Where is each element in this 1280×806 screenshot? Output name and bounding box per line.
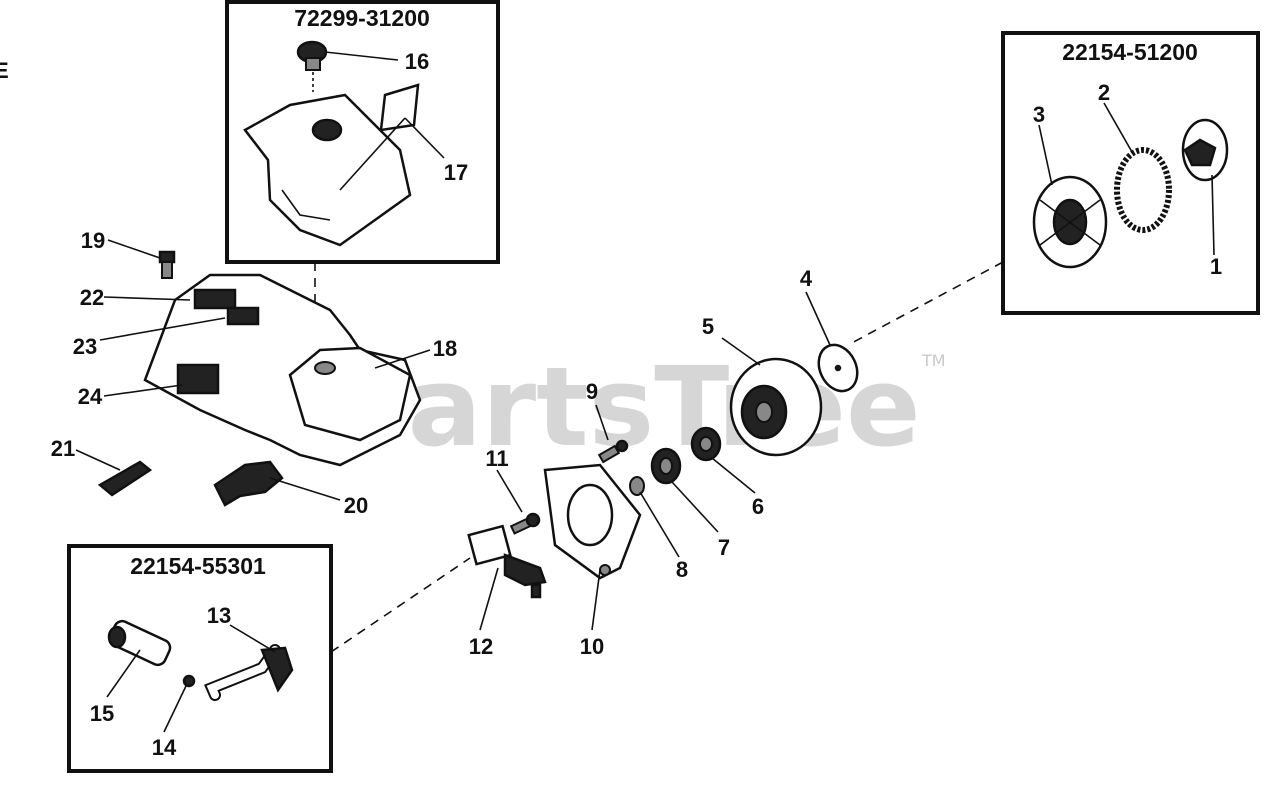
part-13-oil-line (204, 644, 294, 701)
callout-24: 24 (78, 384, 103, 409)
callout-17: 17 (444, 160, 468, 185)
callout-11: 11 (485, 446, 508, 471)
callout-6: 6 (752, 494, 764, 519)
callout-16: 16 (405, 49, 429, 74)
assembly-line (847, 261, 1004, 346)
part-15-pickup (107, 619, 172, 667)
part-5-clutch-drum (729, 357, 823, 457)
callout-12: 12 (469, 634, 493, 659)
part-3-clutch (1032, 175, 1108, 269)
part-14-ring (182, 674, 196, 688)
callout-1: 1 (1210, 254, 1222, 279)
callout-15: 15 (90, 701, 114, 726)
callout-2: 2 (1098, 80, 1110, 105)
callout-3: 3 (1033, 102, 1045, 127)
part-19-screw (158, 250, 176, 279)
part-17-label (379, 83, 420, 132)
callout-22: 22 (80, 285, 104, 310)
callout-10: 10 (580, 634, 604, 659)
kit-number: 22154-51200 (1062, 39, 1198, 65)
callout-18: 18 (433, 336, 457, 361)
kit-number: 22154-55301 (130, 553, 266, 579)
part-8-washer (629, 476, 645, 496)
part-11-screw (509, 512, 541, 535)
kit-box-22154-55301: 22154-55301 (67, 544, 333, 773)
leader-lines (75, 51, 1215, 733)
callout-5: 5 (702, 314, 714, 339)
callout-14: 14 (152, 735, 177, 760)
kit-box-72299-31200: 72299-31200 (225, 0, 500, 264)
callout-23: 23 (73, 334, 97, 359)
watermark-trademark: TM (921, 351, 946, 370)
callout-20: 20 (344, 493, 368, 518)
callout-9: 9 (586, 379, 598, 404)
part-21-boot (97, 460, 153, 497)
assembly-line (330, 557, 471, 653)
callout-4: 4 (800, 266, 813, 291)
part-6-bearing (690, 426, 722, 462)
part-16-cap (296, 40, 328, 92)
part-2-spring (1114, 147, 1172, 233)
part-4-washer (817, 343, 859, 393)
part-main-cover (143, 273, 422, 467)
callout-numbers: 1 2 3 4 5 6 7 8 9 10 11 12 13 14 15 16 1… (51, 49, 1222, 760)
part-12-oil-pump (467, 524, 547, 599)
part-7-sprocket (650, 447, 682, 485)
part-1-hub (1181, 118, 1229, 182)
callout-7: 7 (718, 535, 730, 560)
part-9-screw (597, 439, 629, 464)
edge-mark: E (0, 58, 9, 83)
kit-box-22154-51200: 22154-51200 (1001, 31, 1260, 315)
callout-8: 8 (676, 557, 688, 582)
callout-19: 19 (81, 228, 105, 253)
part-top-cover (243, 93, 412, 247)
kit-number: 72299-31200 (294, 5, 430, 31)
callout-21: 21 (51, 436, 75, 461)
part-10-plate (543, 463, 642, 580)
callout-13: 13 (207, 603, 231, 628)
part-20-grommet (213, 460, 284, 507)
